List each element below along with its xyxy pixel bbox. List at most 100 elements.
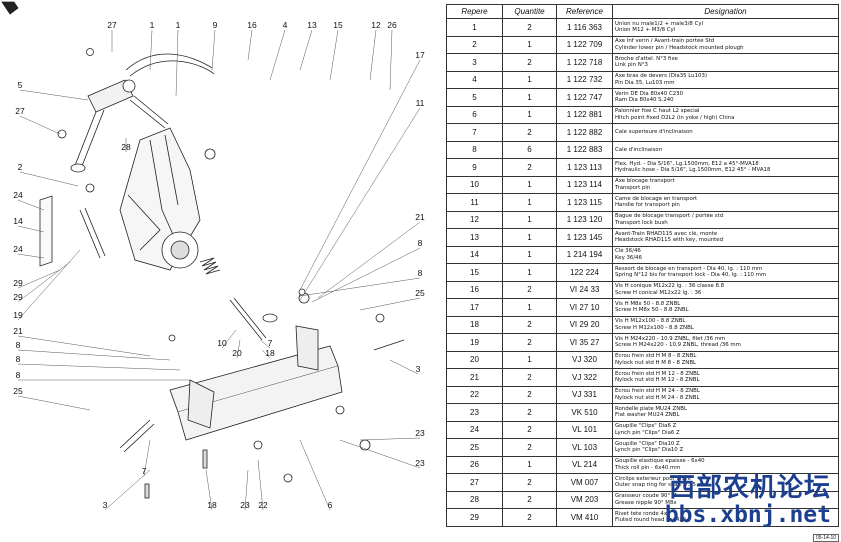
designation-english: Hydraulic hose - Dia 5/16", Lg.1500mm, E…: [615, 167, 771, 174]
cell-reference: 1 122 881: [556, 105, 613, 124]
designation-english: Transport lock bush: [615, 219, 668, 226]
callout-number: 23: [415, 458, 425, 468]
cylinder-ram-icon: [70, 79, 136, 173]
cell-quantite: 2: [502, 18, 557, 37]
cell-reference: VJ 322: [556, 368, 613, 387]
cell-repere: 21: [446, 368, 503, 387]
designation-english: Link pin N°3: [615, 62, 648, 69]
cell-quantite: 1: [502, 210, 557, 229]
cell-quantite: 2: [502, 490, 557, 509]
designation-english: Ram Dia 80x40 S.240: [615, 97, 674, 104]
cell-reference: 1 122 709: [556, 35, 613, 54]
designation-english: Screw H M24x220 - 10.9 ZNBL, thread /36 …: [615, 342, 741, 349]
cell-repere: 20: [446, 350, 503, 369]
cell-designation: Axe bras de devers (Dia35 Lu103)Pin Dia …: [612, 70, 839, 89]
cell-repere: 12: [446, 210, 503, 229]
cell-quantite: 1: [502, 298, 557, 317]
callout-number: 26: [387, 20, 397, 30]
designation-english: Lynch pin "Clips" Dia6 Z: [615, 429, 680, 436]
callout-number: 18: [265, 348, 275, 358]
cell-designation: Cale d'inclinaison: [612, 140, 839, 159]
designation-french: Vis H M8x 50 - 8.8 ZNBL: [615, 300, 681, 307]
callout-leader-line: [259, 339, 271, 349]
callout-leader-line: [311, 247, 421, 303]
transport-handle-icon: [262, 313, 278, 323]
callout-leader-line: [389, 29, 393, 91]
designation-french: Goupille elastique epaisse - 6x40: [615, 458, 705, 465]
designation-french: Rivet tete ronde 4x9: [615, 510, 671, 517]
callout-number: 6: [328, 500, 333, 510]
callout-number: 29: [13, 292, 23, 302]
callout-number: 20: [232, 348, 242, 358]
designation-french: Circlips exterieur pour arbre: [615, 475, 691, 482]
callout-number: 3: [103, 500, 108, 510]
callout-leader-line: [17, 395, 91, 411]
cell-quantite: 1: [502, 455, 557, 474]
cell-quantite: 2: [502, 158, 557, 177]
cell-quantite: 1: [502, 88, 557, 107]
designation-french: Avant-Train RHAD115 avec clé, monte: [615, 230, 718, 237]
designation-french: Ecrou frein std H M 8 - 8 ZNBL: [615, 353, 697, 360]
callout-number: 23: [415, 428, 425, 438]
callout-number: 21: [13, 326, 23, 336]
cell-designation: Cale superieure d'inclinaison: [612, 123, 839, 142]
cell-repere: 9: [446, 158, 503, 177]
cell-reference: 1 122 732: [556, 70, 613, 89]
header-quantite: Quantite: [502, 4, 557, 19]
designation-french: Vis H conique M12x22 lg. : 36 classe 8.8: [615, 283, 725, 290]
cell-reference: 1 123 113: [556, 158, 613, 177]
bolt-icon: [119, 419, 155, 453]
cell-repere: 15: [446, 263, 503, 282]
designation-french: Flex. Hyd. - Dia 5/16", Lg.1500mm, E12 a…: [615, 160, 759, 167]
designation-french: Broche d'attel. N°3 fixe: [615, 55, 678, 62]
cell-repere: 19: [446, 333, 503, 352]
designation-french: Vis H M12x100 - 8.8 ZNBL: [615, 318, 686, 325]
callout-number: 28: [121, 142, 131, 152]
callout-leader-line: [104, 469, 151, 511]
cell-quantite: 2: [502, 385, 557, 404]
cell-repere: 13: [446, 228, 503, 247]
designation-english: Pin Dia 35, Lu103 mm: [615, 79, 675, 86]
callout-leader-line: [149, 29, 153, 71]
designation-english: Flat washer MU24 ZNBL: [615, 412, 680, 419]
designation-french: Graisseur coude 90° M: [615, 493, 677, 500]
callout-number: 18: [207, 500, 217, 510]
callout-number: 5: [18, 80, 23, 90]
callout-number: 27: [15, 106, 25, 116]
callout-number: 29: [13, 278, 23, 288]
cell-quantite: 1: [502, 263, 557, 282]
cell-reference: VI 35 27: [556, 333, 613, 352]
designation-english: Grease nipple 90° M8x: [615, 499, 677, 506]
callout-leader-line: [244, 469, 249, 511]
cell-reference: 1 122 747: [556, 88, 613, 107]
callout-leader-line: [329, 29, 339, 81]
designation-english: Key 36/46: [615, 254, 643, 261]
cell-reference: 1 123 145: [556, 228, 613, 247]
cell-reference: VI 27 10: [556, 298, 613, 317]
table-header-row: Repere Quantite Reference Designation: [446, 4, 839, 19]
cell-repere: 7: [446, 123, 503, 142]
cell-repere: 22: [446, 385, 503, 404]
callout-leader-line: [17, 335, 151, 357]
cell-reference: VM 410: [556, 508, 613, 527]
callout-number: 8: [418, 268, 423, 278]
callout-leader-line: [247, 29, 253, 61]
designation-french: Verin DE Dia 80x40 C230: [615, 90, 684, 97]
cell-repere: 11: [446, 193, 503, 212]
